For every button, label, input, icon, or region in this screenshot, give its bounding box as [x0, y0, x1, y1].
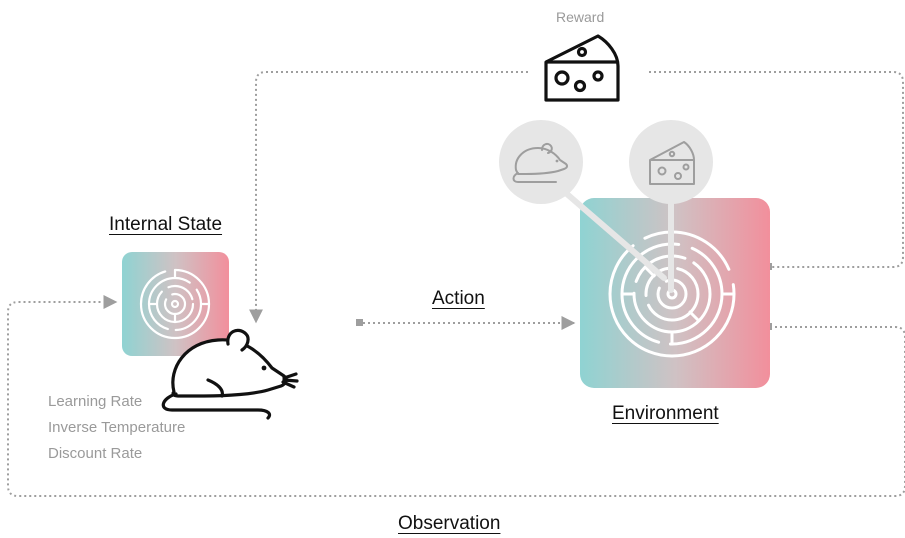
action-label: Action	[432, 288, 485, 309]
action-start-port	[356, 319, 363, 326]
parameter-learning-rate: Learning Rate	[48, 393, 143, 410]
environment-label: Environment	[612, 403, 719, 424]
maze-icon	[139, 268, 211, 340]
internal-state-label: Internal State	[109, 214, 223, 235]
reward-label: Reward	[556, 9, 605, 25]
mouse-icon	[512, 142, 569, 183]
observation-connector	[7, 295, 905, 497]
internal-state-box	[122, 252, 229, 356]
environment-agent-marker	[499, 120, 583, 204]
mouse-marker-pointer	[557, 185, 667, 281]
observation-label: Observation	[398, 513, 501, 534]
cheese-icon	[544, 34, 620, 102]
parameter-discount-rate: Discount Rate	[48, 445, 143, 462]
reward-to-agent-connector	[249, 71, 528, 324]
cheese-icon	[649, 141, 695, 185]
parameter-inverse-temperature: Inverse Temperature	[48, 419, 186, 436]
mouse-icon	[161, 328, 299, 420]
environment-reward-marker	[629, 120, 713, 204]
